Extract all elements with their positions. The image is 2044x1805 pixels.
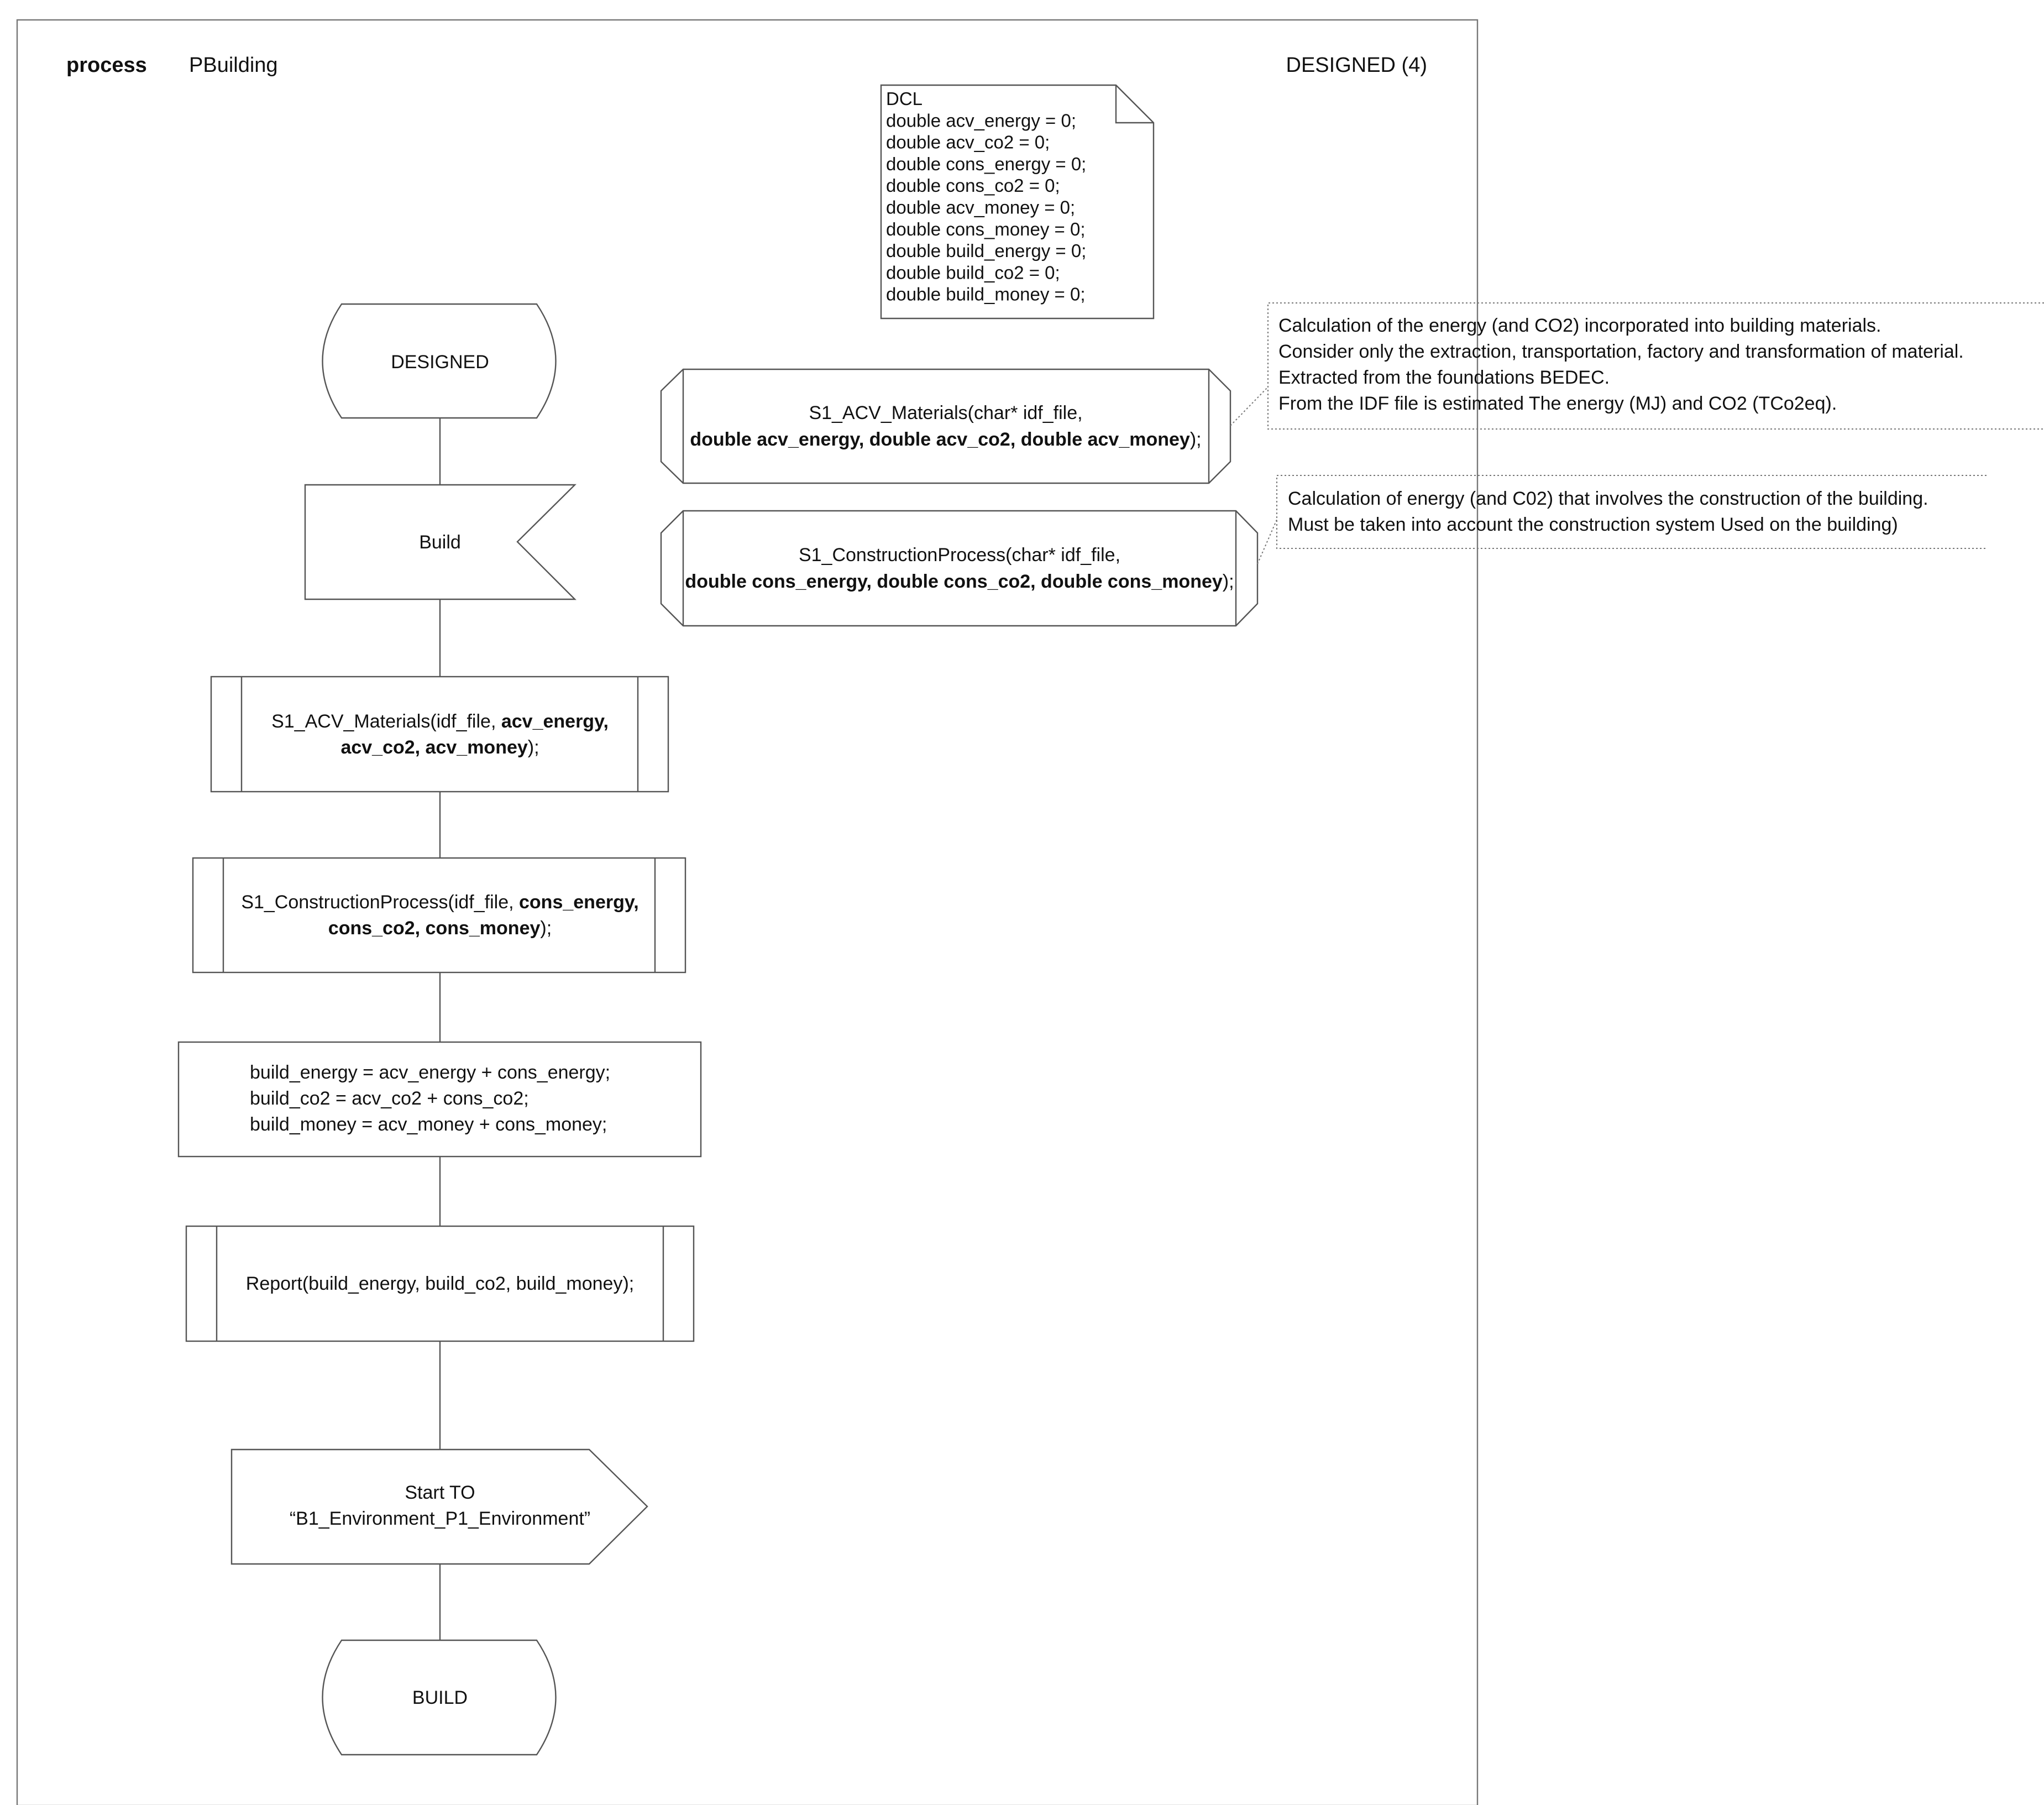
process-name: PBuilding	[189, 54, 278, 77]
state-label: DESIGNED (4)	[1286, 54, 1427, 77]
svg-text:cons_co2, cons_money);: cons_co2, cons_money);	[328, 918, 552, 939]
dcl-line-9: double build_co2 = 0;	[886, 262, 1060, 282]
comment-construction-line-1: Calculation of energy (and C02) that inv…	[1288, 488, 1928, 509]
process-keyword: process	[66, 54, 147, 77]
dcl-line-4: double cons_energy = 0;	[886, 154, 1086, 174]
comment-materials-line-1: Calculation of the energy (and CO2) inco…	[1278, 315, 1881, 336]
procedure-declaration-construction: S1_ConstructionProcess(char* idf_file, d…	[660, 510, 1259, 627]
procedure-call-materials: S1_ACV_Materials(idf_file, acv_energy, a…	[210, 676, 669, 793]
comment-construction: Calculation of energy (and C02) that inv…	[1257, 475, 1987, 564]
dcl-line-5: double cons_co2 = 0;	[886, 175, 1060, 196]
comment-materials-line-3: Extracted from the foundations BEDEC.	[1278, 367, 1610, 388]
svg-text:Report(build_energy, build_co2: Report(build_energy, build_co2, build_mo…	[246, 1273, 634, 1294]
dcl-line-7: double cons_money = 0;	[886, 219, 1086, 239]
dcl-line-3: double acv_co2 = 0;	[886, 132, 1050, 153]
svg-text:BUILD: BUILD	[412, 1687, 468, 1708]
procedure-call-report: Report(build_energy, build_co2, build_mo…	[185, 1225, 695, 1342]
svg-text:S1_ACV_Materials(idf_file, acv: S1_ACV_Materials(idf_file, acv_energy,	[271, 711, 609, 732]
comment-materials: Calculation of the energy (and CO2) inco…	[1230, 302, 2044, 430]
process-frame	[16, 19, 1479, 1805]
svg-text:build_energy = acv_energy + co: build_energy = acv_energy + cons_energy;…	[250, 1062, 610, 1135]
svg-text:S1_ACV_Materials(char* idf_fil: S1_ACV_Materials(char* idf_file,	[809, 402, 1082, 423]
comment-construction-line-2: Must be taken into account the construct…	[1288, 514, 1898, 535]
svg-text:double acv_energy, double acv_: double acv_energy, double acv_co2, doubl…	[690, 429, 1201, 450]
svg-text:“B1_Environment_P1_Environment: “B1_Environment_P1_Environment”	[290, 1508, 590, 1529]
task-line-3: build_money = acv_money + cons_money;	[250, 1114, 607, 1135]
dcl-line-1: DCL	[886, 88, 923, 109]
svg-text:Build: Build	[419, 532, 461, 553]
svg-text:DESIGNED: DESIGNED	[391, 352, 489, 373]
task-line-1: build_energy = acv_energy + cons_energy;	[250, 1062, 610, 1083]
dcl-line-2: double acv_energy = 0;	[886, 110, 1076, 130]
svg-text:Calculation of energy (and C02: Calculation of energy (and C02) that inv…	[1288, 488, 1928, 535]
procedure-declaration-materials: S1_ACV_Materials(char* idf_file, double …	[660, 368, 1231, 484]
dcl-line-8: double build_energy = 0;	[886, 240, 1086, 261]
dcl-line-10: double build_money = 0;	[886, 284, 1086, 305]
start-state-designed: DESIGNED	[322, 303, 557, 419]
svg-text:Calculation of the energy (and: Calculation of the energy (and CO2) inco…	[1278, 315, 1964, 414]
task-build-totals: build_energy = acv_energy + cons_energy;…	[177, 1041, 702, 1158]
task-line-2: build_co2 = acv_co2 + cons_co2;	[250, 1088, 529, 1109]
svg-text:acv_co2, acv_money);: acv_co2, acv_money);	[340, 737, 539, 758]
dcl-line-6: double acv_money = 0;	[886, 197, 1075, 218]
procedure-call-construction: S1_ConstructionProcess(idf_file, cons_en…	[192, 857, 686, 974]
output-signal-start: Start TO “B1_Environment_P1_Environment”	[230, 1448, 648, 1565]
svg-text:S1_ConstructionProcess(idf_fil: S1_ConstructionProcess(idf_file, cons_en…	[241, 892, 638, 913]
svg-text:double cons_energy, double con: double cons_energy, double cons_co2, dou…	[685, 571, 1234, 592]
comment-materials-line-4: From the IDF file is estimated The energ…	[1278, 393, 1837, 414]
comment-materials-line-2: Consider only the extraction, transporta…	[1278, 341, 1964, 362]
end-state-build: BUILD	[322, 1639, 557, 1756]
svg-text:S1_ConstructionProcess(char* i: S1_ConstructionProcess(char* idf_file,	[799, 545, 1120, 566]
input-signal-build: Build	[304, 484, 576, 600]
svg-text:Start TO: Start TO	[405, 1482, 475, 1503]
